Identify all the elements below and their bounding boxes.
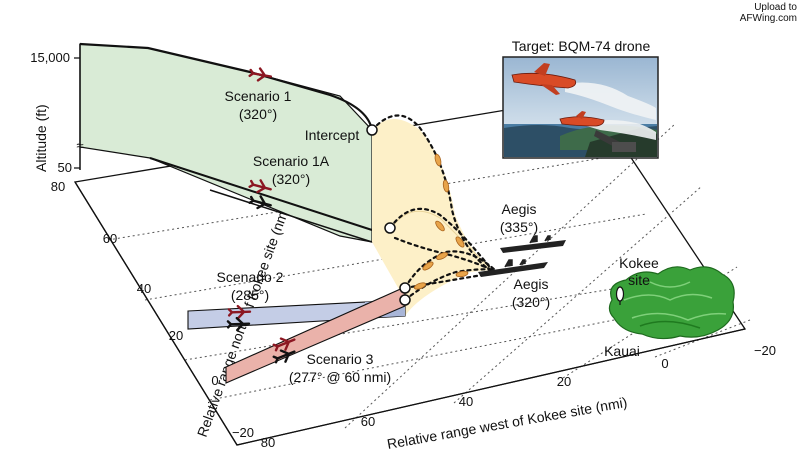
scenario-1a-name: Scenario 1A xyxy=(253,153,330,169)
scenario-3-track xyxy=(225,286,406,384)
west-tick-0: 0 xyxy=(661,356,668,371)
target-photo xyxy=(502,56,659,159)
intercept-label: Intercept xyxy=(305,127,360,143)
intercept-point-2 xyxy=(399,282,411,294)
kauai-label: Kauai xyxy=(604,343,640,359)
scenario-3-heading: (277° @ 60 nmi) xyxy=(289,369,391,385)
north-tick-60: 60 xyxy=(103,231,117,246)
west-tick-20: 20 xyxy=(557,374,571,389)
west-tick-40: 40 xyxy=(459,394,473,409)
scenario-2-name: Scenario 2 xyxy=(217,269,284,285)
aegis-320-heading: (320°) xyxy=(512,294,550,310)
aegis-335-name: Aegis xyxy=(501,201,536,217)
north-tick-80: 80 xyxy=(51,179,65,194)
watermark-line-2: AFWing.com xyxy=(740,13,797,24)
altitude-break-mark: ≈ xyxy=(76,138,83,153)
scenario-1-name: Scenario 1 xyxy=(225,88,292,104)
north-tick-minus20: −20 xyxy=(232,425,254,440)
kauai-island xyxy=(608,266,735,340)
aegis-320-name: Aegis xyxy=(513,276,548,292)
north-tick-40: 40 xyxy=(137,281,151,296)
scenario-3-name: Scenario 3 xyxy=(307,351,374,367)
radar-site-icon xyxy=(615,286,625,305)
west-tick-minus20: −20 xyxy=(754,343,776,358)
labels: Upload to AFWing.com Target: BQM-74 dron… xyxy=(217,2,798,385)
kokee-site-label: site xyxy=(628,272,650,288)
engagement-envelope xyxy=(372,119,492,316)
aegis-335-heading: (335°) xyxy=(500,219,538,235)
scenario-1-heading: (320°) xyxy=(239,106,277,122)
west-tick-60: 60 xyxy=(361,414,375,429)
ship-icon xyxy=(478,235,566,277)
intercept-point-1a xyxy=(384,222,396,234)
altitude-axis: 15,000 50 ≈ Altitude (ft) xyxy=(30,44,84,175)
kokee-label: Kokee xyxy=(619,255,659,271)
scenario-2-heading: (285°) xyxy=(231,287,269,303)
north-tick-0: 0 xyxy=(211,373,218,388)
altitude-tick-15000: 15,000 xyxy=(30,50,70,65)
target-title: Target: BQM-74 drone xyxy=(512,38,651,54)
watermark-line-1: Upload to xyxy=(754,2,797,13)
altitude-axis-title: Altitude (ft) xyxy=(33,104,49,172)
west-tick-80: 80 xyxy=(261,435,275,450)
north-tick-20: 20 xyxy=(169,328,183,343)
scenario-1a-heading: (320°) xyxy=(272,171,310,187)
altitude-tick-50: 50 xyxy=(58,160,72,175)
intercept-point-3 xyxy=(399,294,411,306)
intercept-points xyxy=(366,124,411,306)
intercept-point-1 xyxy=(366,124,378,136)
